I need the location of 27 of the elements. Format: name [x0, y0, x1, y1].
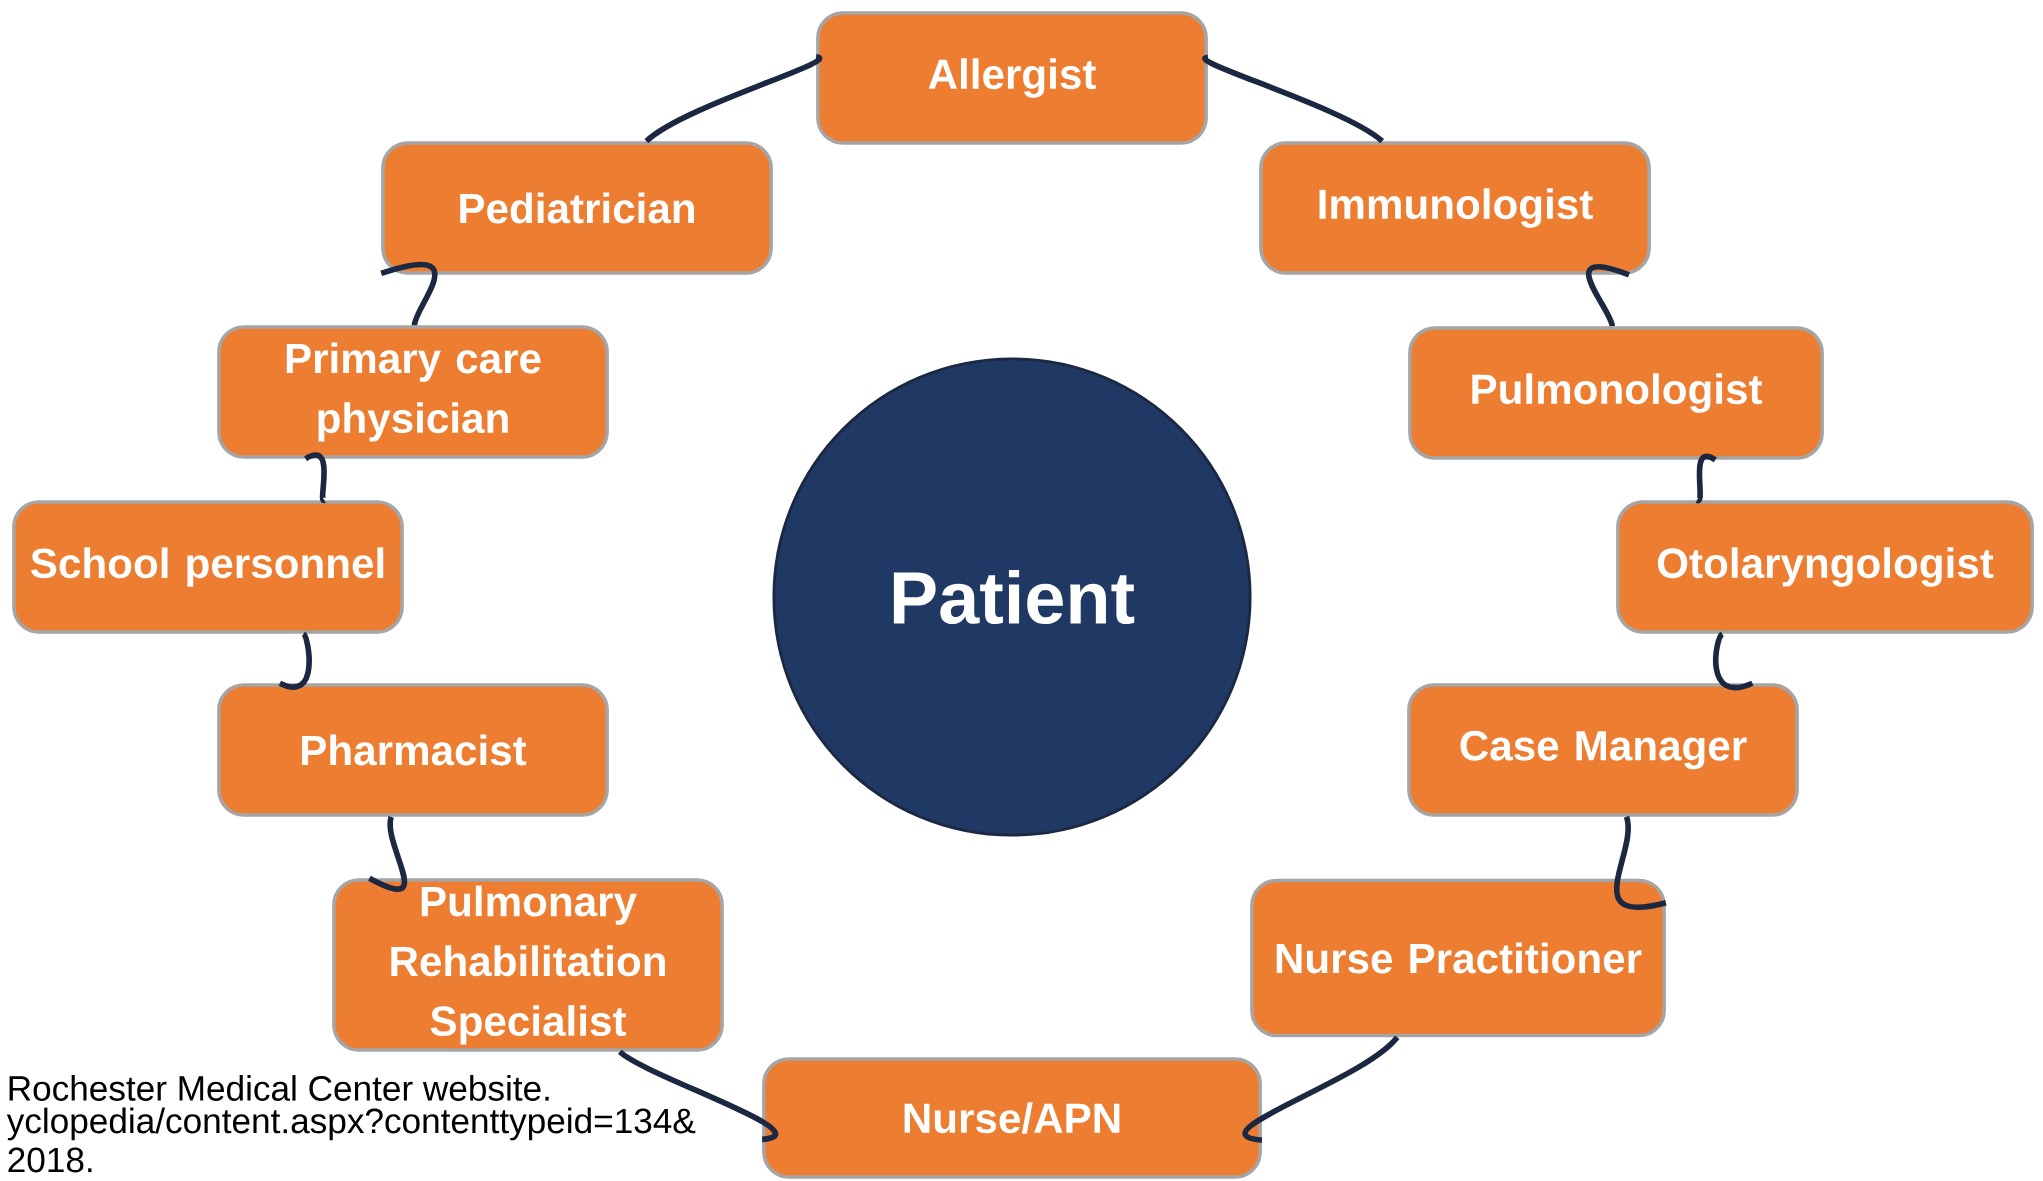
role-box: Nurse/APN — [762, 1057, 1262, 1179]
ring-arc — [368, 816, 408, 892]
role-box: Case Manager — [1407, 683, 1799, 817]
role-box: Pulmonologist — [1408, 326, 1824, 460]
ring-arc — [1695, 453, 1717, 503]
role-box: Pharmacist — [217, 683, 609, 817]
ring-arc — [618, 1049, 778, 1143]
role-box: School personnel — [12, 500, 404, 634]
ring-arc — [1242, 1035, 1400, 1144]
ring-arc — [278, 632, 312, 690]
role-box: Pediatrician — [381, 141, 773, 275]
role-box: Immunologist — [1259, 141, 1651, 275]
role-box: Pulmonary Rehabilitation Specialist — [332, 878, 724, 1052]
ring-arc — [1585, 264, 1630, 327]
ring-arc — [1713, 632, 1754, 691]
ring-arc — [1614, 816, 1667, 910]
role-box: Otolaryngologist — [1616, 500, 2034, 634]
role-box: Nurse Practitioner — [1250, 878, 1666, 1038]
ring-arc — [380, 261, 438, 326]
ring-arc — [644, 54, 822, 144]
citation-text: yclopedia/content.aspx?contenttypeid=134& — [6, 1107, 696, 1141]
role-box: Allergist — [816, 11, 1208, 145]
citation-text: 2018. — [8, 1147, 92, 1173]
role-box: Primary care physician — [217, 325, 609, 459]
ring-arc — [304, 452, 327, 502]
citation-text: Rochester Medical Center website. — [9, 1075, 549, 1101]
ring-arc — [1203, 54, 1384, 144]
